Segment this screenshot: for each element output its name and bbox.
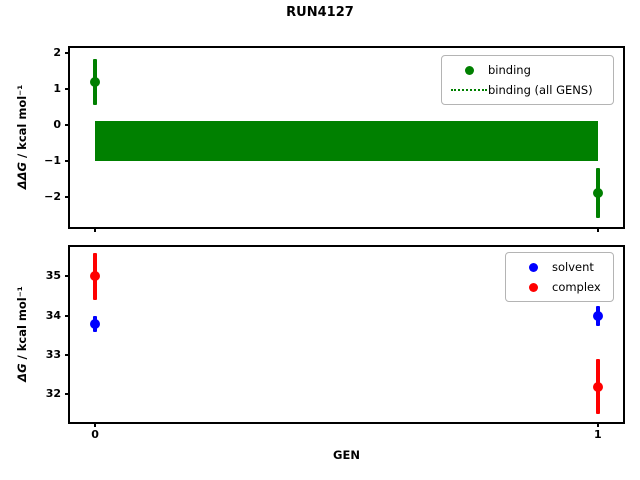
legend-item-binding: binding (450, 60, 605, 80)
solvent-marker-icon (528, 262, 538, 272)
y-tick-mark-1 (65, 88, 70, 91)
y-tick-label-33: 33 (45, 348, 61, 362)
x-tick-mark-1 (596, 422, 599, 427)
ddg-y-axis-label: ΔΔG / kcal mol⁻¹ (15, 85, 29, 190)
legend-label-solvent: solvent (552, 260, 594, 274)
dg-y-axis-label: ΔG / kcal mol⁻¹ (15, 286, 29, 382)
dg-legend: solvent complex (505, 252, 614, 302)
x-tick-label-1: 1 (594, 428, 602, 441)
binding-all-gens-line-icon (451, 89, 487, 91)
legend-item-binding-all-gens: binding (all GENS) (450, 80, 605, 100)
solvent-point-gen1 (592, 310, 603, 321)
y-tick-label--1: −1 (44, 153, 61, 167)
y-tick-mark-2 (65, 52, 70, 55)
dg-ylabel-variable: ΔG (15, 363, 29, 382)
y-tick-mark-35 (65, 275, 70, 278)
y-tick-label-2: 2 (53, 46, 61, 60)
y-tick-mark--1 (65, 159, 70, 162)
x-tick-mark-1 (596, 227, 599, 232)
legend-item-solvent: solvent (514, 257, 605, 277)
binding-point-gen1 (592, 187, 603, 198)
x-tick-label-0: 0 (91, 428, 99, 441)
complex-point-gen1 (592, 381, 603, 392)
y-tick-label-34: 34 (45, 308, 61, 322)
y-tick-label-32: 32 (45, 387, 61, 401)
y-tick-mark--2 (65, 195, 70, 198)
y-tick-mark-33 (65, 354, 70, 357)
legend-label-binding-all-gens: binding (all GENS) (488, 83, 593, 97)
binding-all-gens-band (95, 121, 598, 161)
legend-item-complex: complex (514, 277, 605, 297)
solvent-point-gen0 (90, 318, 101, 329)
y-tick-mark-34 (65, 314, 70, 317)
x-tick-mark-0 (94, 227, 97, 232)
legend-label-binding: binding (488, 63, 531, 77)
legend-label-complex: complex (552, 280, 601, 294)
complex-marker-icon (528, 282, 538, 292)
y-tick-label-35: 35 (45, 269, 61, 283)
binding-marker-icon (464, 65, 474, 75)
ddg-legend: binding binding (all GENS) (441, 55, 614, 105)
binding-point-gen0 (90, 77, 101, 87)
y-tick-mark-0 (65, 123, 70, 126)
y-tick-label--2: −2 (44, 189, 61, 203)
x-tick-mark-0 (94, 422, 97, 427)
complex-point-gen0 (90, 271, 101, 282)
x-axis-label: GEN (333, 448, 360, 462)
y-tick-mark-32 (65, 393, 70, 396)
chart-title: RUN4127 (286, 5, 354, 20)
y-tick-label-1: 1 (53, 82, 61, 96)
y-tick-label-0: 0 (53, 117, 61, 131)
